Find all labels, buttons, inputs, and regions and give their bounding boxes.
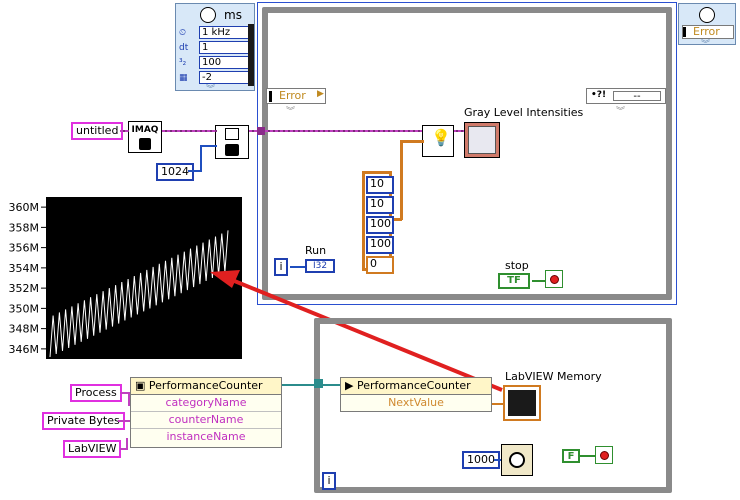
y-tick-label: 352M (9, 282, 40, 295)
while-loop-frame (314, 318, 672, 493)
error-out-cluster[interactable]: Error (682, 25, 734, 39)
imaq-icon (225, 144, 239, 156)
timed-loop-config-node[interactable]: ms ⏲ 1 kHz dt 1 ³₂ 100 ▦ -2 ︾ (175, 3, 255, 95)
error-marker (683, 27, 686, 37)
loop-stop-terminal[interactable] (595, 446, 613, 464)
imaq-create-icon (139, 138, 151, 150)
size-constant[interactable]: 1024 (156, 163, 194, 181)
error-marker (269, 91, 272, 102)
processor-icon: ▦ (179, 72, 188, 83)
resize-icon (225, 128, 239, 140)
class-icon: ▣ (135, 379, 146, 392)
y-tick-label: 350M (9, 302, 40, 315)
error-in-cluster[interactable]: Error ▶ (266, 88, 326, 104)
timed-loop-rows: ⏲ 1 kHz dt 1 ³₂ 100 ▦ -2 (179, 24, 249, 84)
chevron-down-icon: ︾ (616, 107, 626, 117)
run-label: Run (305, 244, 327, 257)
stop-control[interactable]: TF (498, 273, 530, 289)
perf-property-header: ▣ PerformanceCounter (131, 378, 281, 395)
imaq-resize-node[interactable] (215, 125, 249, 159)
chart-indicator-icon (508, 390, 536, 416)
false-constant[interactable]: F (562, 449, 580, 463)
prop-category-name[interactable]: categoryName (131, 395, 281, 412)
clock-source-icon: ⏲ (179, 27, 187, 38)
stop-label: stop (505, 259, 529, 272)
wait-constant[interactable]: 1000 (462, 451, 500, 469)
chevron-down-icon: ︾ (701, 40, 711, 50)
y-tick-label: 360M (9, 201, 40, 214)
error-prefix-icon: •?! (591, 90, 607, 100)
timed-loop-unit: ms (224, 8, 242, 22)
priority-icon: ³₂ (179, 57, 187, 68)
iteration-terminal: i (322, 472, 336, 490)
y-tick-label: 356M (9, 242, 40, 255)
iteration-terminal: i (274, 258, 288, 276)
plot-area (46, 197, 242, 359)
lightbulb-icon: 💡 (431, 128, 451, 147)
perf-property-node[interactable]: ▣ PerformanceCounter categoryName counte… (130, 377, 282, 448)
perf-invoke-node[interactable]: ▶ PerformanceCounter NextValue (340, 377, 492, 412)
prop-counter-name[interactable]: counterName (131, 412, 281, 429)
run-indicator[interactable]: I32 (305, 259, 335, 273)
rect-cluster-value[interactable]: 10 (366, 176, 394, 194)
image-display-node[interactable]: 💡 (422, 125, 454, 157)
rect-cluster-constant[interactable]: 10 10 100 100 0 (362, 171, 394, 274)
chevron-down-icon: ︾ (206, 85, 216, 95)
memory-graph[interactable]: 360M 358M 356M 354M 352M 350M 348M 346M (6, 187, 242, 359)
invoke-next-value[interactable]: NextValue (388, 396, 444, 409)
timed-loop-right-node[interactable]: Error ︾ (678, 3, 736, 50)
triangle-right-icon: ▶ (317, 89, 324, 99)
image-indicator-icon (468, 126, 496, 154)
instance-constant[interactable]: LabVIEW (63, 440, 122, 458)
series-line (49, 230, 229, 358)
gray-level-label: Gray Level Intensities (464, 106, 584, 119)
wait-clock-icon (509, 452, 525, 468)
chevron-down-icon: ︾ (286, 107, 296, 117)
dt-icon: dt (179, 42, 189, 53)
timed-loop-row-priority[interactable]: ³₂ 100 (179, 56, 249, 69)
prop-instance-name[interactable]: instanceName (166, 430, 246, 443)
rect-cluster-value[interactable]: 10 (366, 196, 394, 214)
labview-memory-label: LabVIEW Memory (505, 370, 602, 383)
timed-loop-row-processor[interactable]: ▦ -2 (179, 71, 249, 84)
run-type: I32 (312, 261, 328, 271)
perf-invoke-header: ▶ PerformanceCounter (341, 378, 491, 395)
y-tick-label: 354M (9, 262, 40, 275)
y-tick-label: 346M (9, 343, 40, 356)
stopwatch-icon (200, 7, 216, 23)
y-tick-label: 358M (9, 221, 40, 234)
rect-cluster-value[interactable]: 0 (366, 256, 394, 274)
gray-level-indicator[interactable] (464, 122, 500, 158)
class-icon: ▶ (345, 379, 354, 392)
tunnel (314, 379, 323, 388)
stop-condition-terminal[interactable] (545, 270, 563, 288)
memory-graph-svg: 360M 358M 356M 354M 352M 350M 348M 346M (9, 197, 242, 359)
labview-memory-indicator[interactable] (503, 385, 541, 421)
wait-ms-node[interactable] (501, 444, 533, 476)
counter-constant[interactable]: Private Bytes (42, 412, 125, 430)
stopwatch-icon (699, 7, 715, 23)
category-constant[interactable]: Process (70, 384, 122, 402)
imaq-create-node[interactable]: IMAQ (128, 121, 162, 153)
error-inner-right[interactable]: •?! -- (586, 88, 666, 104)
stop-icon (600, 451, 609, 460)
rect-cluster-value[interactable]: 100 (366, 216, 394, 234)
timed-loop-bar (248, 24, 254, 86)
rect-cluster-value[interactable]: 100 (366, 236, 394, 254)
image-name-constant[interactable]: untitled (71, 122, 124, 140)
y-tick-label: 348M (9, 323, 40, 336)
stop-icon (550, 275, 559, 284)
timed-loop-row-dt[interactable]: dt 1 (179, 41, 249, 54)
tunnel (257, 127, 265, 135)
timed-loop-row-source[interactable]: ⏲ 1 kHz (179, 26, 249, 39)
